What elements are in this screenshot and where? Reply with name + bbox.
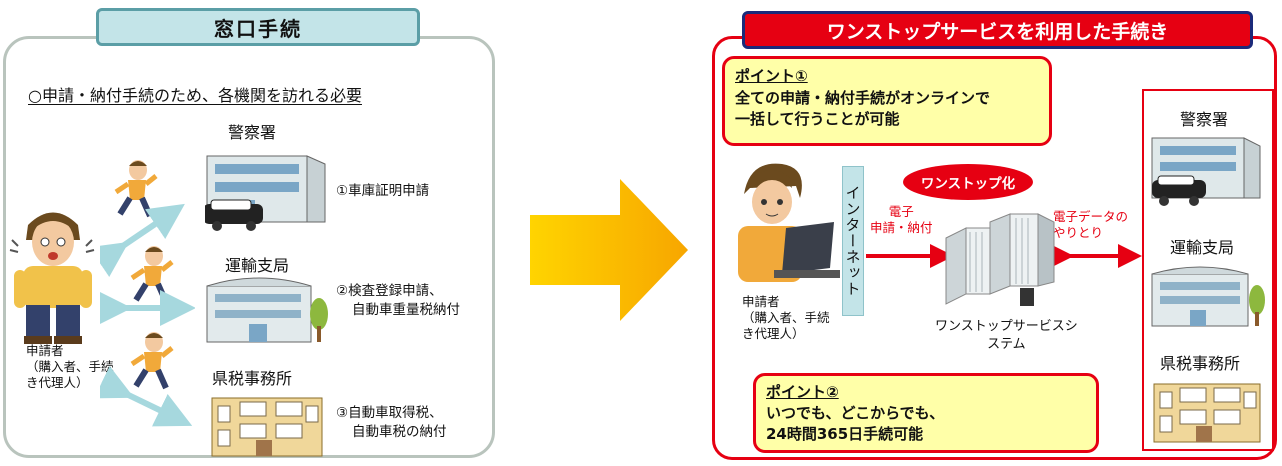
police-station-label: 警察署	[1180, 110, 1229, 129]
step-2-line-2: 自動車重量税納付	[352, 302, 460, 318]
step-2-line-1: ②検査登録申請、	[336, 283, 443, 299]
step-2-text: ②検査登録申請、 自動車重量税納付	[336, 282, 460, 320]
applicant-title: 申請者	[26, 343, 64, 358]
system-caption-line-1: ワンストップサービスシ	[935, 319, 1078, 334]
transport-bureau-label: 運輸支局	[225, 256, 290, 275]
transport-bureau-label: 運輸支局	[1170, 238, 1235, 257]
point-2-heading: ポイント②	[766, 383, 839, 401]
server-system-icon	[945, 213, 1055, 306]
onestop-service-title: ワンストップサービスを利用した手続き	[742, 11, 1253, 49]
step-3-line-1: ③自動車取得税、	[336, 405, 443, 421]
transition-arrow-icon	[530, 179, 688, 321]
point-1-line-2: 一括して行うことが可能	[735, 110, 900, 128]
counter-procedure-subtitle: ○申請・納付手続のため、各機関を訪れる必要	[28, 86, 362, 105]
e-data-line-1: 電子データの	[1053, 209, 1129, 224]
point-1-heading: ポイント①	[735, 67, 808, 85]
counter-procedure-panel	[3, 36, 495, 458]
point-2-body: いつでも、どこからでも、 24時間365日手続可能	[766, 403, 944, 445]
agencies-box	[1142, 89, 1274, 451]
transport-bureau-building-icon	[1151, 266, 1265, 327]
prefectural-tax-office-label: 県税事務所	[1160, 354, 1241, 373]
internet-label: インターネット	[843, 185, 862, 297]
e-data-exchange-label: 電子データの やりとり	[1053, 209, 1128, 241]
e-data-line-2: やりとり	[1053, 225, 1104, 240]
point-2-line-1: いつでも、どこからでも、	[766, 404, 945, 422]
police-station-label: 警察署	[228, 123, 277, 142]
point-1-body: 全ての申請・納付手続がオンラインで 一括して行うことが可能	[735, 88, 990, 130]
e-application-label: 電子 申請・納付	[870, 204, 933, 236]
system-caption-line-2: ステム	[987, 337, 1026, 352]
step-3-line-2: 自動車税の納付	[352, 424, 447, 440]
point-2-box: ポイント② いつでも、どこからでも、 24時間365日手続可能	[753, 373, 1099, 453]
right-applicant-label: 申請者 （購入者、手続 き代理人）	[742, 294, 830, 342]
applicant-laptop-icon	[738, 163, 840, 282]
e-application-line-2: 申請・納付	[870, 220, 933, 235]
transport-bureau-building-icon	[206, 277, 328, 343]
step-1-text: ①車庫証明申請	[336, 182, 429, 201]
applicant-detail-1: （購入者、手続	[742, 310, 830, 325]
point-1-box: ポイント① 全ての申請・納付手続がオンラインで 一括して行うことが可能	[722, 56, 1052, 146]
point-2-line-2: 24時間365日手続可能	[766, 425, 924, 443]
e-application-line-1: 電子	[888, 204, 914, 219]
police-station-building-icon	[1151, 137, 1261, 206]
two-way-arrows	[100, 203, 195, 427]
onestop-badge: ワンストップ化	[903, 164, 1033, 200]
applicant-detail-2: き代理人）	[742, 326, 805, 341]
tax-office-building-icon	[211, 397, 323, 457]
step-3-text: ③自動車取得税、 自動車税の納付	[336, 404, 447, 442]
prefectural-tax-office-label: 県税事務所	[212, 369, 293, 388]
applicant-title: 申請者	[742, 294, 780, 309]
applicant-detail-2: き代理人）	[26, 375, 89, 390]
counter-procedure-title: 窓口手続	[96, 8, 420, 46]
data-flow-arrows	[866, 244, 1142, 268]
worried-applicant-icon	[9, 212, 95, 344]
tax-office-building-icon	[1153, 383, 1261, 443]
system-caption: ワンストップサービスシ ステム	[935, 318, 1078, 354]
left-applicant-label: 申請者 （購入者、手続 き代理人）	[26, 343, 114, 391]
step-1-line-1: ①車庫証明申請	[336, 183, 430, 199]
applicant-detail-1: （購入者、手続	[26, 359, 114, 374]
point-1-line-1: 全ての申請・納付手続がオンラインで	[735, 89, 991, 107]
internet-bar: インターネット	[842, 166, 864, 316]
police-station-building-icon	[205, 155, 326, 231]
